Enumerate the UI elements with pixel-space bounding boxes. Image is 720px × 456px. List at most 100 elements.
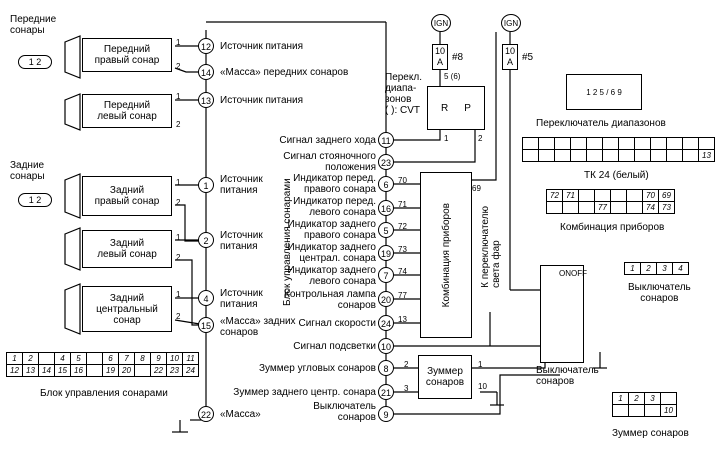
wire-num: 1	[176, 92, 181, 101]
cu-label-13: Источник питания	[220, 95, 304, 106]
buzzer-pin: 10	[660, 404, 677, 417]
cu-conn-pin: 23	[166, 364, 183, 377]
cu-conn-pin	[38, 352, 55, 365]
wire-num: 2	[176, 62, 181, 71]
rear-right-sonar: Задний правый сонар	[82, 176, 172, 216]
cu-label-8: Зуммер угловых сонаров	[259, 363, 376, 374]
cu-pin-16: 16	[378, 200, 394, 216]
ic-pin: 69	[658, 189, 675, 202]
cu-label-7: Индикатор заднего левого сонара	[287, 265, 377, 287]
cu-pin-15: 15	[198, 317, 214, 333]
cu-label-19: Индикатор заднего централ. сонара	[287, 242, 377, 264]
wire-num: 72	[398, 222, 407, 231]
cu-pin-2: 2	[198, 232, 214, 248]
front-right-sonar: Передний правый сонар	[82, 38, 172, 72]
buzzer-pin: 3	[644, 392, 661, 405]
cu-pin-6: 6	[378, 176, 394, 192]
wire-num: 73	[398, 245, 407, 254]
sonar-switch: ON OFF	[540, 265, 587, 363]
cu-pin-14: 14	[198, 64, 214, 80]
buzzer-pin: 1	[612, 392, 629, 405]
cu-label-9: Выключатель сонаров	[313, 401, 376, 423]
instrument-cluster-box-label: Комбинация приборов	[440, 202, 452, 308]
ic-pin: 74	[642, 201, 659, 214]
cu-label-4: Источник питания	[220, 288, 263, 310]
cu-label-2: Источник питания	[220, 230, 263, 252]
wire-num: 5 (6)	[444, 72, 461, 81]
ic-pin: 71	[562, 189, 579, 202]
cu-conn-pin: 12	[6, 364, 23, 377]
cu-label-23: Сигнал стояночного положения	[283, 151, 376, 173]
buzzer-box: Зуммер сонаров	[418, 355, 472, 399]
cu-label-14: «Масса» передних сонаров	[220, 67, 349, 78]
range-selector-p: P	[464, 102, 471, 114]
ign-left: IGN	[431, 14, 451, 32]
rear-center-sonar: Задний центральный сонар	[82, 286, 172, 332]
cu-pin-24: 24	[378, 315, 394, 331]
wire-num: 69	[472, 184, 481, 193]
control-unit-connector-title: Блок управления сонарами	[40, 388, 168, 399]
headlight-note: К переключателю света фар	[480, 206, 502, 288]
range-selector-label: Перекл. диапа- зонов ( ): CVT	[385, 72, 422, 116]
cu-conn-pin: 5	[70, 352, 87, 365]
wire-num: 2	[478, 134, 483, 143]
cu-conn-pin: 20	[118, 364, 135, 377]
cu-conn-pin	[86, 352, 103, 365]
cu-conn-pin: 15	[54, 364, 71, 377]
range-selector-r: R	[441, 102, 449, 114]
switch-state-off: OFF	[571, 269, 587, 278]
cu-label-21: Зуммер заднего центр. сонара	[233, 387, 376, 398]
sonar-switch-connector-title: Выключатель сонаров	[628, 282, 691, 304]
wire-num: 77	[398, 291, 407, 300]
cu-pin-13: 13	[198, 92, 214, 108]
range-selector-connector: 1 2 5 / 6 9	[566, 74, 642, 110]
wire-num: 1	[176, 38, 181, 47]
cu-pin-23: 23	[378, 154, 394, 170]
wire-num: 1	[444, 134, 449, 143]
cu-conn-pin: 1	[6, 352, 23, 365]
tk24-label: ТК 24 (белый)	[584, 170, 649, 181]
switch-pin: 4	[672, 262, 689, 275]
cu-conn-pin: 4	[54, 352, 71, 365]
cu-label-1: Источник питания	[220, 174, 263, 196]
cu-pin-9: 9	[378, 406, 394, 422]
cu-label-15: «Масса» задних сонаров	[220, 316, 296, 338]
cu-label-24: Сигнал скорости	[298, 318, 377, 329]
ic-pin: 72	[546, 189, 563, 202]
ic-pin: 73	[658, 201, 675, 214]
cu-pin-19: 19	[378, 245, 394, 261]
fuse-left-num: #8	[452, 52, 464, 63]
wire-num: 3	[404, 384, 409, 393]
switch-pin: 1	[624, 262, 641, 275]
switch-state-on: ON	[559, 269, 571, 278]
wire-num: 70	[398, 176, 407, 185]
wire-num: 1	[176, 178, 181, 187]
cu-label-11: Сигнал заднего хода	[279, 135, 376, 146]
instrument-cluster-box: Комбинация приборов	[420, 172, 472, 338]
wire-num: 2	[176, 253, 181, 262]
cu-label-12: Источник питания	[220, 41, 304, 52]
cu-label-16: Индикатор перед. левого сонара	[293, 196, 376, 218]
fuse-right: 10 A	[502, 44, 518, 70]
cu-conn-pin: 7	[118, 352, 135, 365]
cu-conn-pin: 6	[102, 352, 119, 365]
ic-pin: 70	[642, 189, 659, 202]
cu-conn-pin: 14	[38, 364, 55, 377]
fuse-right-num: #5	[522, 52, 534, 63]
wire-num: 74	[398, 267, 407, 276]
wire-num: 13	[398, 315, 407, 324]
cu-pin-22: 22	[198, 406, 214, 422]
cu-conn-pin: 9	[150, 352, 167, 365]
cu-pin-5: 5	[378, 222, 394, 238]
wire-num: 2	[404, 360, 409, 369]
tk24-pin-13: 13	[698, 149, 715, 162]
cu-pin-12: 12	[198, 38, 214, 54]
cu-pin-8: 8	[378, 360, 394, 376]
wire-num: 10	[478, 382, 487, 391]
tk24-connector: 13	[522, 137, 715, 162]
cu-pin-20: 20	[378, 291, 394, 307]
cu-pin-11: 11	[378, 132, 394, 148]
